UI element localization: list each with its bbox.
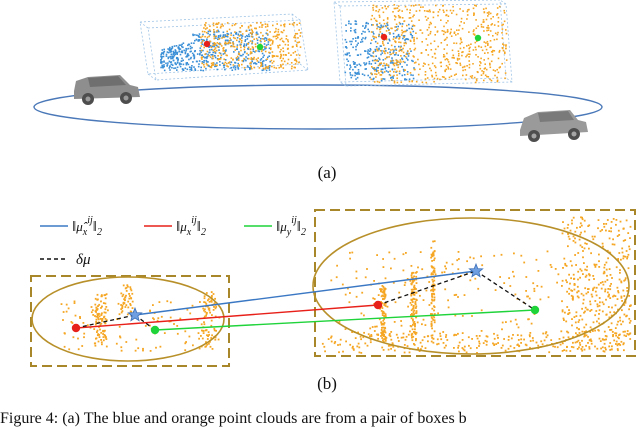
panel-b: ‖μ̂xij‖2 ‖μxij‖2 ‖μyij‖2 δμ	[30, 209, 636, 393]
centroid-red-b2	[373, 300, 383, 310]
car-icon	[74, 75, 140, 105]
centroid-red-a1	[203, 40, 211, 48]
distribution-ellipse-left	[31, 276, 225, 362]
star-icon	[468, 262, 484, 278]
vehicle-track	[33, 84, 603, 130]
point-cloud-orange-b2	[321, 216, 632, 354]
panel-b-label: (b)	[317, 374, 337, 393]
centroid-green-a1	[256, 43, 264, 51]
delta-mu-lines	[75, 270, 536, 331]
distribution-ellipse-right	[312, 217, 630, 355]
legend: ‖μ̂xij‖2 ‖μxij‖2 ‖μyij‖2 δμ	[40, 215, 306, 268]
point-cloud-orange-b1	[60, 284, 221, 352]
panel-a: (a)	[33, 0, 603, 182]
point-cloud-orange-a1	[200, 22, 302, 70]
point-cloud-orange-a2	[370, 4, 508, 84]
centroid-red-a2	[380, 33, 388, 41]
star-icon	[127, 306, 143, 322]
centroid-red-b1	[71, 323, 81, 333]
car-icon	[520, 110, 588, 142]
mu-x-line	[75, 304, 379, 329]
centroid-green-b1	[150, 325, 160, 335]
mu-hat-x-line	[134, 270, 477, 316]
figure-caption: Figure 4: (a) The blue and orange point …	[0, 410, 467, 427]
crop-box-left	[30, 275, 230, 367]
legend-label-mu-x: ‖μxij‖2	[176, 215, 206, 238]
bounding-box-1	[139, 13, 309, 81]
point-cloud-blue-a2	[344, 20, 415, 82]
legend-label-delta-mu: δμ	[76, 252, 91, 268]
panel-a-label: (a)	[318, 163, 337, 182]
point-cloud-blue-a1	[160, 29, 271, 72]
crop-box-right	[314, 209, 636, 357]
legend-label-mu-y: ‖μyij‖2	[276, 215, 306, 238]
legend-label-mu-hat-x: ‖μ̂xij‖2	[72, 215, 102, 238]
bounding-box-2	[333, 0, 513, 87]
centroid-green-a2	[474, 34, 482, 42]
mu-y-line	[154, 309, 536, 331]
centroid-green-b2	[530, 305, 540, 315]
